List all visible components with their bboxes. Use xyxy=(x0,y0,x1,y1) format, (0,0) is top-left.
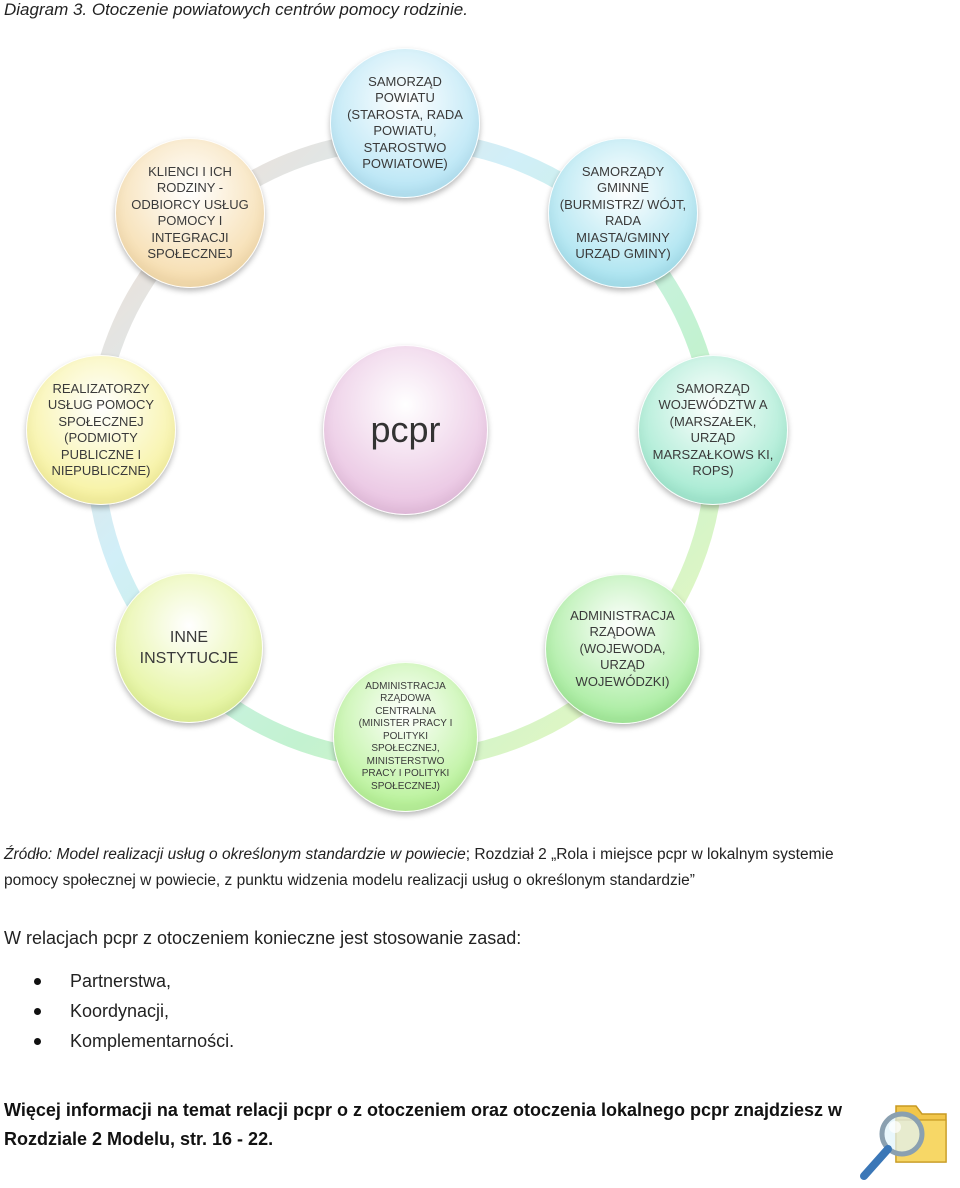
bullet-icon xyxy=(34,978,41,985)
node-inne-instytucje: INNE INSTYTUCJE xyxy=(115,573,263,723)
node-center-pcpr: pcpr xyxy=(323,345,488,515)
bullet-icon xyxy=(34,1038,41,1045)
node-label: ADMINISTRACJA RZĄDOWA (WOJEWODA, URZĄD W… xyxy=(570,607,675,689)
rules-list: Partnerstwa, Koordynacji, Komplementarno… xyxy=(30,966,234,1056)
node-label: SAMORZĄD WOJEWÓDZTW A (MARSZAŁEK, URZĄD … xyxy=(652,380,774,479)
list-item: Komplementarności. xyxy=(30,1026,234,1056)
rule-label: Komplementarności. xyxy=(70,1031,235,1051)
bullet-icon xyxy=(34,1008,41,1015)
rules-intro: W relacjach pcpr z otoczeniem konieczne … xyxy=(4,928,522,948)
lens-handle xyxy=(860,1145,892,1180)
node-administracja-centralna: ADMINISTRACJA RZĄDOWA CENTRALNA (MINISTE… xyxy=(333,662,478,812)
node-samorzady-gminne: SAMORZĄDY GMINNE (BURMISTRZ/ WÓJT, RADA … xyxy=(548,138,698,288)
node-samorzad-powiatu: SAMORZĄD POWIATU (STAROSTA, RADA POWIATU… xyxy=(330,48,480,198)
rule-label: Partnerstwa, xyxy=(70,971,172,991)
node-administracja-rzadowa: ADMINISTRACJA RZĄDOWA (WOJEWODA, URZĄD W… xyxy=(545,574,700,724)
node-label: KLIENCI I ICH RODZINY - ODBIORCY USŁUG P… xyxy=(131,163,249,262)
node-klienci: KLIENCI I ICH RODZINY - ODBIORCY USŁUG P… xyxy=(115,138,265,288)
node-label: ADMINISTRACJA RZĄDOWA CENTRALNA (MINISTE… xyxy=(358,680,453,792)
source-rest: ; Rozdział 2 „Rola i miejsce pcpr w loka… xyxy=(4,846,834,889)
diagram-caption: Diagram 3. Otoczenie powiatowych centrów… xyxy=(4,0,468,19)
source-prefix: Źródło: Model realizacji usług o określo… xyxy=(4,846,466,863)
node-label: INNE INSTYTUCJE xyxy=(139,629,239,667)
list-item: Koordynacji, xyxy=(30,996,234,1026)
center-label: pcpr xyxy=(370,409,441,450)
magnifier-folder-icon xyxy=(860,1105,947,1180)
node-label: SAMORZĄD POWIATU (STAROSTA, RADA POWIATU… xyxy=(347,73,463,172)
node-samorzad-wojewodztwa: SAMORZĄD WOJEWÓDZTW A (MARSZAŁEK, URZĄD … xyxy=(638,355,788,505)
node-realizatorzy: REALIZATORZY USŁUG POMOCY SPOŁECZNEJ (PO… xyxy=(26,355,176,505)
list-item: Partnerstwa, xyxy=(30,966,234,996)
more-info-note: Więcej informacji na temat relacji pcpr … xyxy=(4,1100,843,1149)
lens-glare xyxy=(889,1121,901,1133)
node-label: REALIZATORZY USŁUG POMOCY SPOŁECZNEJ (PO… xyxy=(47,380,155,479)
rule-label: Koordynacji, xyxy=(70,1001,170,1021)
source-note: Źródło: Model realizacji usług o określo… xyxy=(4,842,864,894)
node-label: SAMORZĄDY GMINNE (BURMISTRZ/ WÓJT, RADA … xyxy=(559,163,687,262)
